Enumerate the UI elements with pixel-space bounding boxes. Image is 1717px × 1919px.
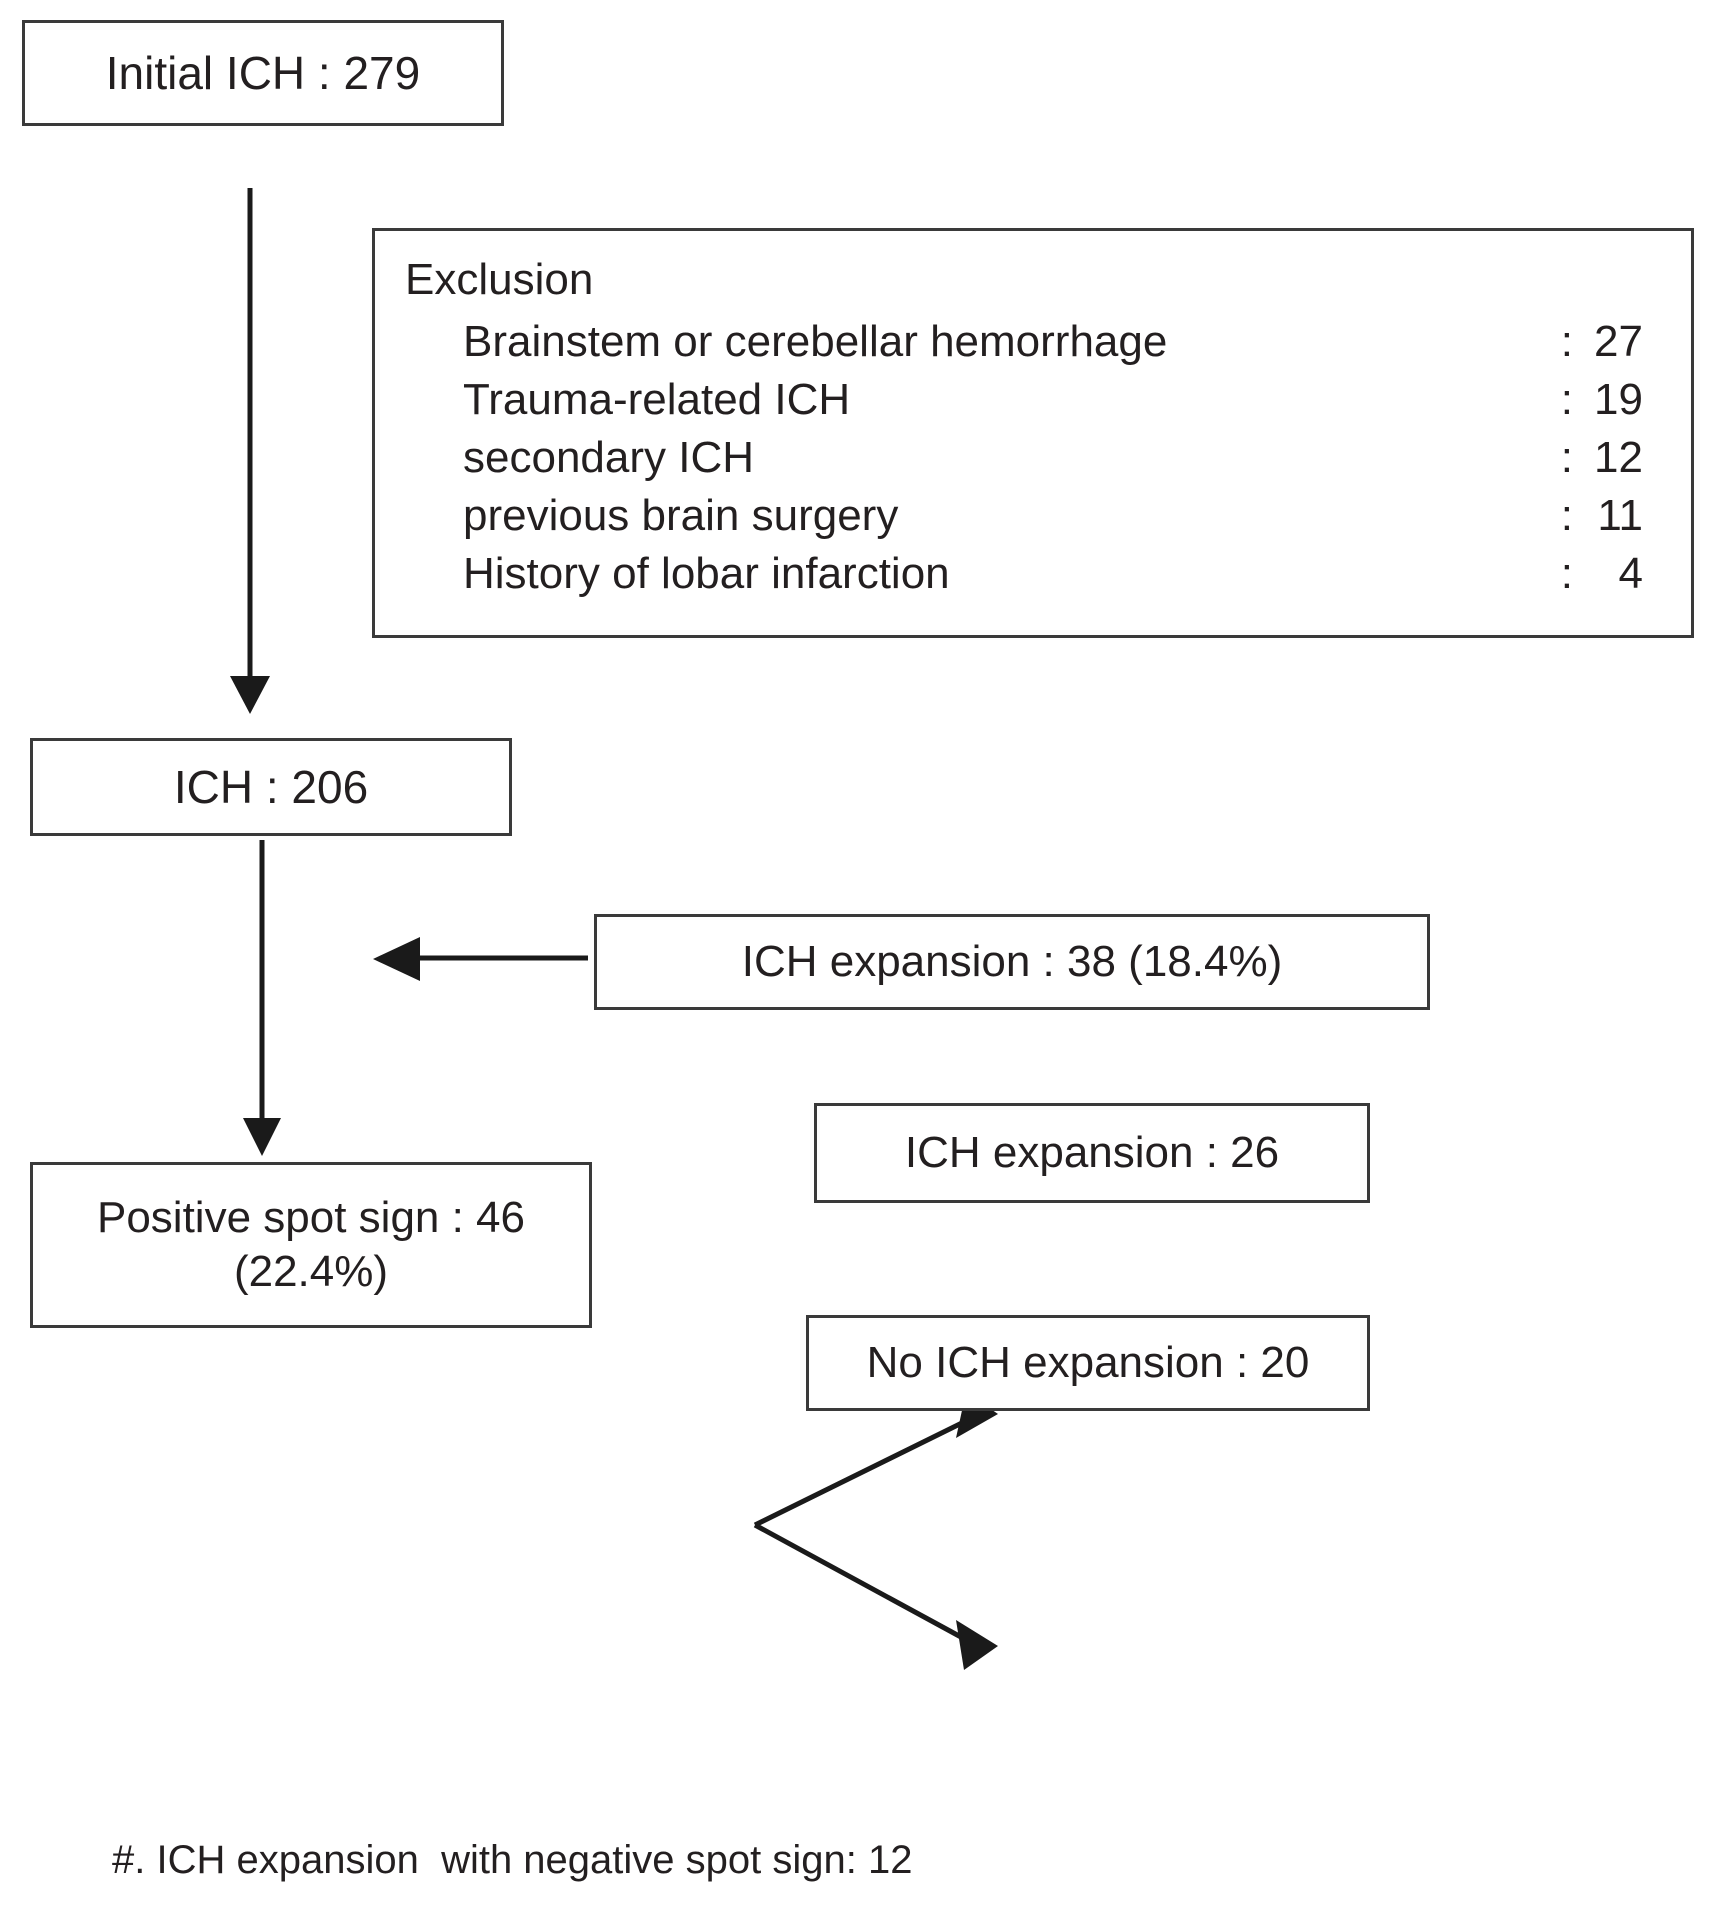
exclusion-row-spacer xyxy=(898,487,1560,545)
node-ich-expansion-overall: ICH expansion : 38 (18.4%) xyxy=(594,914,1430,1010)
exclusion-row: Brainstem or cerebellar hemorrhage : 27 xyxy=(405,313,1661,371)
exclusion-row-colon: : xyxy=(1560,490,1573,540)
exclusion-row-label: secondary ICH xyxy=(463,432,755,482)
exclusion-row-colon: : xyxy=(1560,374,1573,424)
exclusion-row-value: 12 xyxy=(1594,432,1643,482)
exclusion-row-label: previous brain surgery xyxy=(463,490,899,540)
exclusion-row-value: 4 xyxy=(1618,548,1643,598)
exclusion-row-colon: : xyxy=(1560,316,1573,366)
exclusion-row-label: Brainstem or cerebellar hemorrhage xyxy=(463,316,1168,366)
node-initial-ich: Initial ICH : 279 xyxy=(22,20,504,126)
node-positive-spot-sign: Positive spot sign : 46 (22.4%) xyxy=(30,1162,592,1328)
exclusion-row-spacer xyxy=(1167,313,1560,371)
node-ich-expansion-positive: ICH expansion : 26 xyxy=(814,1103,1370,1203)
footnote: #. ICH expansion with negative spot sign… xyxy=(112,1838,913,1882)
exclusion-row-spacer xyxy=(754,429,1561,487)
node-ich-206: ICH : 206 xyxy=(30,738,512,836)
exclusion-row-label: Trauma-related ICH xyxy=(463,374,851,424)
exclusion-row-spacer xyxy=(950,545,1561,603)
node-exclusion: Exclusion Brainstem or cerebellar hemorr… xyxy=(372,228,1694,638)
exclusion-row-value: 27 xyxy=(1594,316,1643,366)
exclusion-row-spacer xyxy=(850,371,1561,429)
exclusion-row: secondary ICH : 12 xyxy=(405,429,1661,487)
node-ich-expansion-overall-label: ICH expansion : 38 (18.4%) xyxy=(741,937,1283,987)
exclusion-row-colon: : xyxy=(1560,432,1573,482)
node-ich-expansion-positive-label: ICH expansion : 26 xyxy=(904,1128,1280,1178)
arrow-initial-to-ich xyxy=(230,188,270,714)
arrow-spotsign-to-expansion26 xyxy=(753,1392,998,1528)
exclusion-heading: Exclusion xyxy=(405,255,594,304)
arrow-spotsign-to-noexpansion20 xyxy=(753,1522,998,1670)
exclusion-row-colon: : xyxy=(1560,548,1573,598)
exclusion-row: previous brain surgery : 11 xyxy=(405,487,1661,545)
node-no-ich-expansion: No ICH expansion : 20 xyxy=(806,1315,1370,1411)
arrow-expansion38-to-path xyxy=(373,937,588,981)
exclusion-row: History of lobar infarction : 4 xyxy=(405,545,1661,603)
node-ich-206-label: ICH : 206 xyxy=(173,760,369,813)
node-positive-spot-sign-label: Positive spot sign : 46 (22.4%) xyxy=(96,1193,525,1296)
exclusion-row-label: History of lobar infarction xyxy=(463,548,950,598)
node-no-ich-expansion-label: No ICH expansion : 20 xyxy=(866,1338,1310,1388)
exclusion-row-value: 11 xyxy=(1597,490,1643,540)
node-initial-ich-label: Initial ICH : 279 xyxy=(105,46,421,99)
exclusion-row-value: 19 xyxy=(1594,374,1643,424)
arrow-ich-to-spotsign xyxy=(243,840,281,1156)
exclusion-row: Trauma-related ICH : 19 xyxy=(405,371,1661,429)
